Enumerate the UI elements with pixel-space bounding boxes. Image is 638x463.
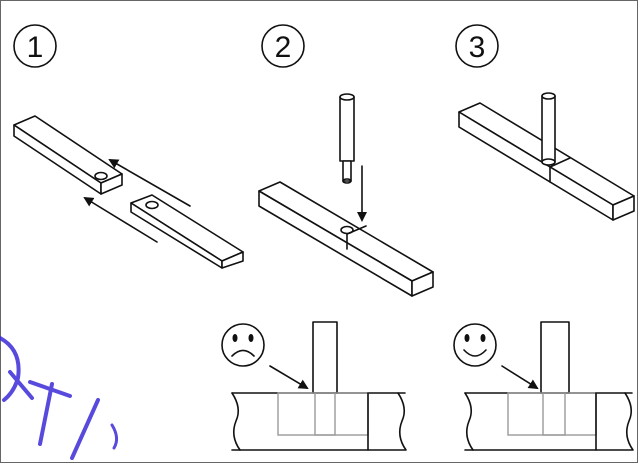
detail-incorrect bbox=[221, 321, 407, 451]
step-2-badge: 2 bbox=[261, 24, 305, 68]
step-3-illustration bbox=[458, 92, 635, 221]
slide-arrow-icon bbox=[108, 159, 191, 207]
pointer-arrow-icon bbox=[501, 365, 539, 390]
sad-face-icon bbox=[221, 323, 265, 367]
cross-section-correct bbox=[464, 321, 634, 451]
detail-correct bbox=[453, 321, 634, 451]
pointer-arrow-icon bbox=[269, 365, 309, 390]
watermark-logo bbox=[0, 336, 119, 460]
step-1-illustration bbox=[13, 115, 244, 269]
step-1-number: 1 bbox=[27, 31, 44, 64]
step-2-illustration bbox=[258, 93, 434, 297]
cross-section-incorrect bbox=[231, 321, 407, 451]
step-2-number: 2 bbox=[275, 31, 292, 64]
bar-left bbox=[13, 115, 123, 195]
smiley-face-icon bbox=[453, 323, 497, 367]
step-3-badge: 3 bbox=[455, 24, 499, 68]
dowel-pin bbox=[339, 93, 355, 184]
bar-right bbox=[130, 194, 244, 269]
pin-hole bbox=[94, 171, 108, 181]
pin-hole bbox=[145, 200, 159, 210]
pin-hole bbox=[340, 225, 354, 235]
joined-bars bbox=[258, 181, 434, 297]
dowel-pin-inserted bbox=[541, 92, 556, 166]
step-3-number: 3 bbox=[469, 31, 486, 64]
step-1-badge: 1 bbox=[13, 24, 57, 68]
slide-arrow-icon bbox=[83, 196, 158, 243]
